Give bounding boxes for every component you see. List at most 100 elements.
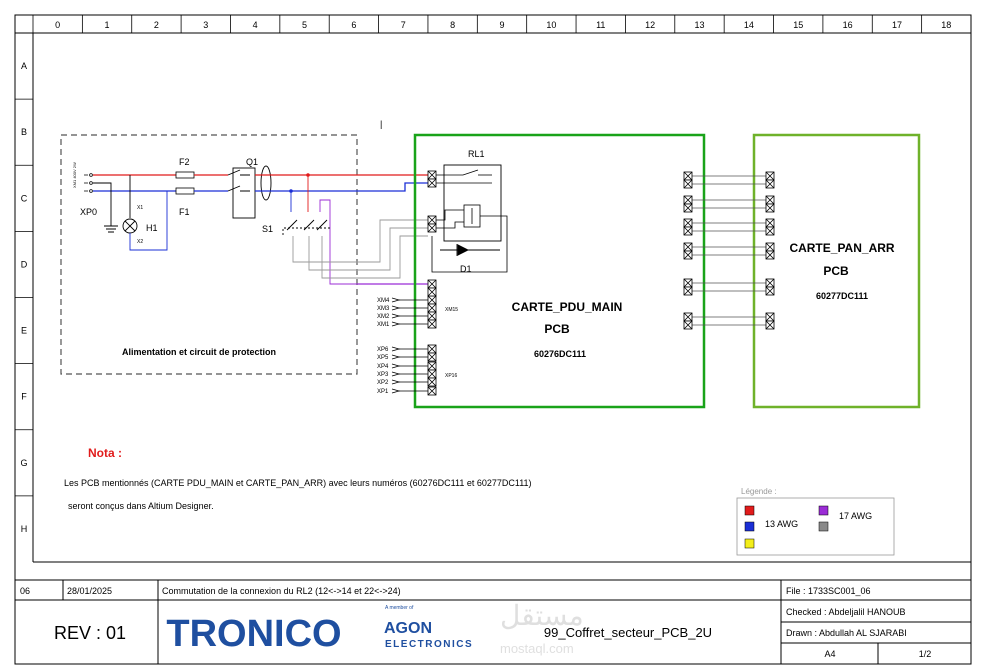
pan-bus-terminal bbox=[765, 218, 775, 228]
mains-label: XM1 400V 2W bbox=[72, 162, 77, 188]
xp-pin-arrow-icon bbox=[391, 388, 401, 394]
xm-pin-terminal bbox=[427, 295, 437, 305]
grid-col-label: 17 bbox=[892, 20, 902, 30]
relay-label: RL1 bbox=[468, 149, 485, 159]
switch-s1-icon bbox=[282, 173, 360, 285]
pdu-input-terminal bbox=[427, 215, 437, 225]
legend: Légende : 13 AWG 17 AWG bbox=[736, 487, 895, 556]
partner-subtitle: ELECTRONICS bbox=[385, 639, 473, 650]
pan-bus-terminal bbox=[765, 278, 775, 288]
breaker-q1-icon bbox=[227, 165, 280, 219]
xm-pin-terminal bbox=[427, 287, 437, 297]
pdu-bus-terminal bbox=[683, 171, 693, 181]
xp-pin-label: XP1 bbox=[377, 389, 389, 395]
legend-13awg: 13 AWG bbox=[765, 519, 798, 529]
pdu-terminals bbox=[427, 170, 437, 233]
grid-col-label: 1 bbox=[105, 20, 110, 30]
project-name: 99_Coffret_secteur_PCB_2U bbox=[544, 625, 712, 640]
grid-col-label: 0 bbox=[55, 20, 60, 30]
pdu-bus-terminal bbox=[683, 203, 693, 213]
grid-col-label: 13 bbox=[694, 20, 704, 30]
pan-bus-terminal bbox=[765, 226, 775, 236]
pan-card-subtitle: PCB bbox=[823, 264, 849, 278]
xp-pin-terminal bbox=[427, 386, 437, 396]
title-block bbox=[15, 580, 971, 664]
company-logo: TRONICO bbox=[166, 613, 341, 655]
q1-label: Q1 bbox=[246, 157, 258, 167]
legend-swatch-red bbox=[744, 505, 755, 516]
xp-connector-label: XP16 bbox=[445, 373, 457, 379]
pan-bus-terminal bbox=[765, 171, 775, 181]
xp-pin-terminal bbox=[427, 377, 437, 387]
lamp-h1-icon bbox=[122, 175, 168, 251]
pan-bus-terminal bbox=[765, 203, 775, 213]
xm-pin-arrow-icon bbox=[391, 297, 401, 303]
xm-pin-label: XM4 bbox=[377, 298, 390, 304]
grid-col-label: 16 bbox=[843, 20, 853, 30]
note-line-1: Les PCB mentionnés (CARTE PDU_MAIN et CA… bbox=[64, 478, 532, 488]
xp-pin-arrow-icon bbox=[391, 379, 401, 385]
legend-swatch-gray bbox=[818, 521, 829, 532]
grid-col-label: 15 bbox=[793, 20, 803, 30]
pdu-bus-terminal bbox=[683, 286, 693, 296]
pdu-input-terminal bbox=[427, 170, 437, 180]
legend-title: Légende : bbox=[741, 487, 777, 496]
xp-pin-terminal bbox=[427, 369, 437, 379]
h1-label: H1 bbox=[146, 223, 158, 233]
grid-col-label: 4 bbox=[253, 20, 258, 30]
drawn-by: Drawn : Abdullah AL SJARABI bbox=[786, 628, 907, 638]
x1-label: X1 bbox=[137, 205, 143, 211]
xm-pin-label: XM1 bbox=[377, 322, 390, 328]
xp-pin-label: XP3 bbox=[377, 372, 389, 378]
pdu-bus-terminal bbox=[683, 320, 693, 330]
grid-row-label: A bbox=[21, 61, 27, 71]
x2-label: X2 bbox=[137, 239, 143, 245]
pdu-bus-terminal bbox=[683, 278, 693, 288]
mains-plug-icon bbox=[84, 173, 93, 193]
earth-icon bbox=[93, 182, 118, 233]
checked-by: Checked : Abdeljalil HANOUB bbox=[786, 607, 906, 617]
xp-pin-label: XP6 bbox=[377, 347, 389, 353]
xp-pin-arrow-icon bbox=[391, 363, 401, 369]
relay-rl1 bbox=[443, 164, 502, 242]
xm-pin-label: XM3 bbox=[377, 306, 390, 312]
pan-bus-terminal bbox=[765, 250, 775, 260]
xm-pin-terminal bbox=[427, 319, 437, 329]
xm-pin-terminal bbox=[427, 279, 437, 289]
xp-pin-label: XP4 bbox=[377, 364, 389, 370]
file-name: File : 1733SC001_06 bbox=[786, 586, 871, 596]
s1-label: S1 bbox=[262, 224, 273, 234]
watermark-arabic: مستقل bbox=[500, 600, 584, 631]
pdu-bus-terminal bbox=[683, 218, 693, 228]
xp-pin-terminal bbox=[427, 344, 437, 354]
protection-block-title: Alimentation et circuit de protection bbox=[122, 347, 276, 357]
grid-col-label: 9 bbox=[499, 20, 504, 30]
xp-pin-label: XP5 bbox=[377, 355, 389, 361]
pan-card: CARTE_PAN_ARR PCB 60277DC111 bbox=[752, 133, 921, 409]
interconnect-wires: | bbox=[357, 119, 428, 285]
pdu-bus-terminal bbox=[683, 226, 693, 236]
sheet-frame bbox=[14, 14, 972, 665]
xp-pin-terminal bbox=[427, 352, 437, 362]
pdu-bus-terminal bbox=[683, 179, 693, 189]
grid-col-label: 3 bbox=[203, 20, 208, 30]
pan-card-name: CARTE_PAN_ARR bbox=[789, 241, 894, 255]
xm-pin-terminal bbox=[427, 311, 437, 321]
grid-col-label: 6 bbox=[351, 20, 356, 30]
legend-swatch-blue bbox=[744, 521, 755, 532]
grid-row-label: H bbox=[21, 524, 28, 534]
revision-index: 06 bbox=[20, 586, 30, 596]
xp-pin-terminal bbox=[427, 361, 437, 371]
note-line-2: seront conçus dans Altium Designer. bbox=[68, 501, 214, 511]
grid-row-label: B bbox=[21, 127, 27, 137]
grid-row-label: C bbox=[21, 193, 28, 203]
grid-row-label: E bbox=[21, 326, 27, 336]
revision-number: REV : 01 bbox=[54, 623, 126, 643]
pdu-input-terminal bbox=[427, 178, 437, 188]
partner-tagline: A member of bbox=[385, 605, 414, 611]
xp0-label: XP0 bbox=[80, 207, 97, 217]
svg-text:|: | bbox=[380, 119, 382, 129]
xm-pin-arrow-icon bbox=[391, 305, 401, 311]
